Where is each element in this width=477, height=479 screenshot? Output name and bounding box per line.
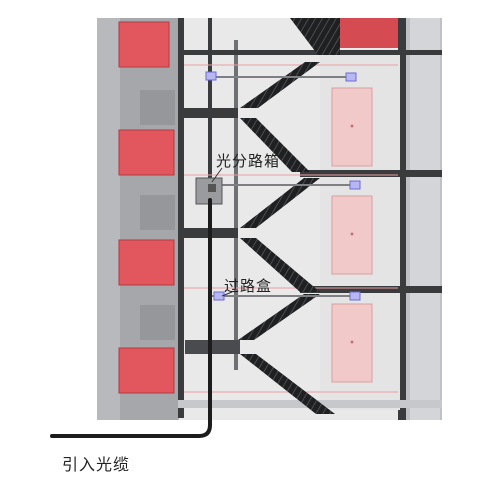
terminal-box-floor-1-left	[205, 71, 217, 81]
stair-flight-4	[240, 178, 320, 228]
stair-flight-6	[238, 294, 320, 340]
stair-flight-2	[240, 62, 320, 108]
pass-through-box-label: 过路盒	[224, 277, 273, 295]
red-block-2	[118, 129, 175, 176]
terminal-markers	[205, 71, 361, 301]
terminal-box-floor-3-left	[213, 291, 225, 301]
red-block-4	[118, 347, 175, 394]
red-block-3	[118, 239, 175, 286]
staircases	[238, 18, 340, 414]
doors	[331, 87, 373, 383]
callout-leaders	[211, 167, 233, 297]
stair-flight-3	[240, 118, 310, 172]
terminal-box-floor-3-right	[349, 291, 361, 301]
terminal-box-floor-2-right	[349, 180, 361, 190]
right-wall-shading	[410, 18, 440, 420]
incoming-cable-label: 引入光缆	[62, 455, 131, 474]
stair-flight-1	[290, 18, 340, 55]
grey-wall-recesses	[140, 90, 175, 340]
guide-lines	[184, 64, 398, 393]
terminal-box-floor-1-right	[345, 72, 357, 82]
stair-flight-5	[240, 238, 320, 292]
red-block-1	[118, 21, 170, 68]
branch-conduits	[212, 76, 355, 297]
stair-flight-7	[240, 354, 335, 414]
incoming-cable	[50, 198, 212, 438]
optical-splitter-box-label: 光分路箱	[216, 152, 281, 170]
